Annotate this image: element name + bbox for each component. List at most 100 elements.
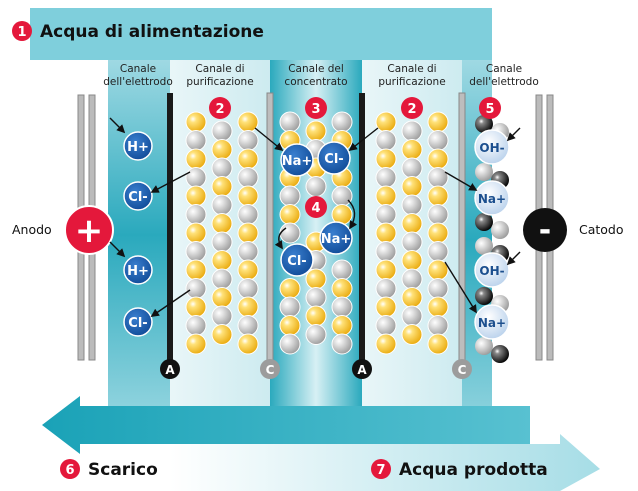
cathode-bead-gray [475, 163, 493, 181]
resin-bead-gray [331, 111, 353, 133]
resin-bead-yellow [185, 148, 207, 170]
resin-bead-gray [427, 241, 449, 262]
label-electrode-left-2: dell'elettrodo [103, 76, 173, 88]
svg-text:Cl-: Cl- [128, 190, 147, 205]
resin-bead-yellow [401, 250, 423, 271]
cathode-bead-gray [491, 221, 509, 239]
cathode-bead-black [475, 115, 493, 133]
resin-bead-gray [237, 167, 259, 188]
membrane-badge-a-right: A [352, 359, 372, 379]
membrane-anion-right [359, 93, 365, 363]
product-water-label: Acqua prodotta [399, 460, 548, 480]
resin-bead-gray [401, 305, 423, 327]
badge-5: 5 [479, 97, 501, 119]
resin-bead-yellow [375, 333, 397, 355]
ion-na-plus-conc-2: Na+ [319, 221, 353, 255]
resin-bead-gray [211, 231, 233, 253]
anode-plus-icon: + [64, 205, 114, 255]
resin-bead-yellow [401, 287, 423, 308]
svg-text:5: 5 [485, 102, 494, 117]
resin-bead-gray [375, 167, 397, 188]
resin-bead-yellow [427, 222, 449, 244]
resin-bead-yellow [211, 176, 233, 197]
ion-na-plus-bottom: Na+ [474, 304, 510, 340]
badge-3: 3 [305, 97, 327, 119]
resin-bead-yellow [427, 296, 449, 318]
cathode-bead-gray [475, 337, 493, 355]
resin-bead-gray [331, 333, 353, 355]
resin-bead-yellow [427, 185, 449, 207]
migration-arrows [109, 117, 521, 317]
resin-beads [185, 111, 449, 355]
ion-h-plus-top: H+ [123, 131, 153, 161]
resin-bead-yellow [185, 222, 207, 244]
resin-bead-yellow [185, 185, 207, 207]
cathode-bead-black [475, 287, 493, 305]
label-concentrate-2: concentrato [284, 76, 347, 88]
ion-cl-minus-bottom: Cl- [123, 307, 153, 337]
cathode-bead-gray [475, 237, 493, 255]
resin-bead-yellow [279, 204, 301, 225]
badge-6: 6 [60, 459, 80, 479]
resin-bead-yellow [305, 268, 327, 290]
ion-h-plus-bottom: H+ [123, 255, 153, 285]
resin-bead-gray [185, 130, 207, 151]
resin-bead-gray [401, 120, 423, 142]
membrane-cation-right [458, 92, 466, 364]
resin-bead-yellow [401, 176, 423, 197]
resin-bead-gray [211, 268, 233, 290]
svg-text:OH-: OH- [479, 141, 504, 155]
resin-bead-yellow [237, 111, 259, 133]
resin-bead-gray [427, 278, 449, 299]
resin-bead-yellow [427, 333, 449, 355]
resin-bead-yellow [427, 111, 449, 133]
resin-bead-gray [211, 305, 233, 327]
resin-bead-yellow [375, 259, 397, 281]
resin-bead-yellow [237, 333, 259, 355]
ion-cl-minus-conc-1: Cl- [317, 141, 351, 175]
resin-bead-gray [279, 185, 301, 207]
resin-bead-gray [185, 167, 207, 188]
resin-bead-yellow [185, 259, 207, 281]
svg-text:Cl-: Cl- [324, 152, 343, 167]
label-electrode-left-1: Canale [120, 63, 156, 75]
resin-bead-yellow [401, 324, 423, 345]
resin-bead-gray [427, 130, 449, 151]
resin-bead-gray [279, 222, 301, 244]
resin-bead-yellow [211, 139, 233, 160]
resin-bead-gray [211, 120, 233, 142]
membrane-anion-left [167, 93, 173, 363]
membrane-badge-c-right: C [452, 359, 472, 379]
resin-bead-yellow [279, 278, 301, 299]
ion-oh-minus-bottom: OH- [474, 252, 510, 288]
ion-cl-minus-conc-2: Cl- [280, 243, 314, 277]
resin-bead-gray [185, 204, 207, 225]
resin-bead-yellow [211, 287, 233, 308]
ion-na-plus-conc-1: Na+ [280, 143, 314, 177]
drain-arrow [42, 396, 530, 454]
svg-text:H+: H+ [127, 140, 149, 155]
resin-bead-gray [401, 157, 423, 179]
membrane-badge-a-left: A [160, 359, 180, 379]
resin-bead-gray [375, 204, 397, 225]
resin-bead-yellow [185, 111, 207, 133]
drain-label: Scarico [88, 460, 158, 480]
svg-text:1: 1 [17, 25, 26, 40]
resin-bead-gray [401, 194, 423, 216]
resin-bead-yellow [237, 296, 259, 318]
ion-cl-minus-top: Cl- [123, 181, 153, 211]
resin-bead-yellow [237, 185, 259, 207]
label-purification-right-1: Canale di [387, 63, 436, 75]
resin-bead-yellow [237, 148, 259, 170]
resin-bead-gray [279, 296, 301, 318]
resin-bead-gray [427, 315, 449, 336]
resin-bead-gray [305, 287, 327, 308]
membrane-badge-c-left: C [260, 359, 280, 379]
label-purification-right-2: purificazione [378, 76, 445, 88]
label-electrode-right-2: dell'elettrodo [469, 76, 539, 88]
resin-bead-yellow [211, 324, 233, 345]
ion-na-plus-top: Na+ [474, 180, 510, 216]
resin-bead-gray [211, 194, 233, 216]
